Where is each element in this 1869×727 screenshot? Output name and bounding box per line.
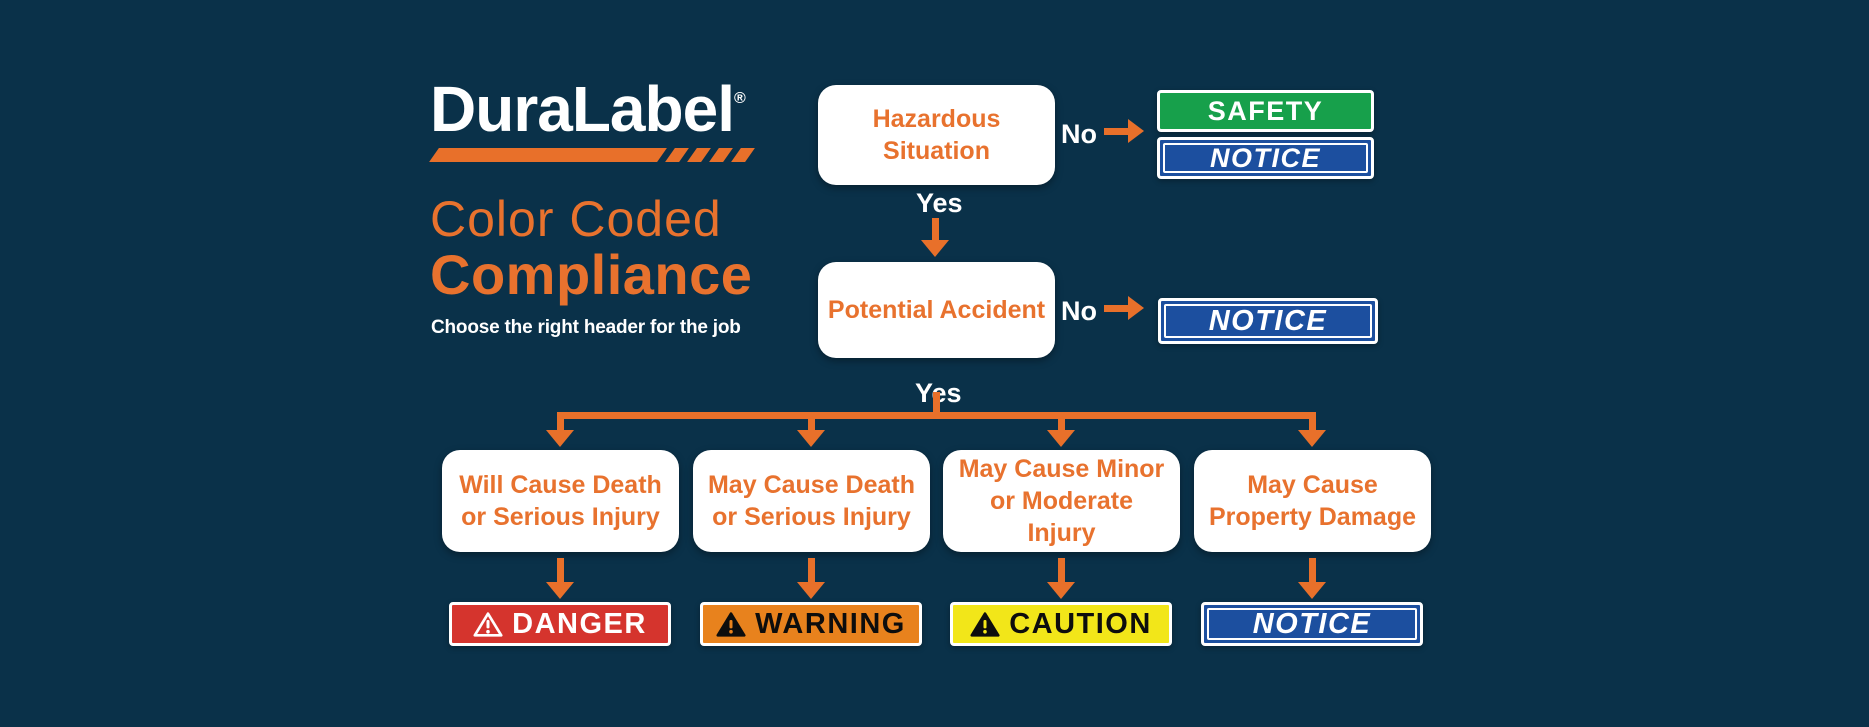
outcome-box-3: May Cause Minor or Moderate Injury <box>943 450 1180 552</box>
logo-stripe-icon <box>429 148 756 162</box>
branch-arrow-1-icon <box>546 419 574 447</box>
decision-box-potential-accident: Potential Accident <box>818 262 1055 358</box>
safety-alert-icon <box>970 611 1000 637</box>
caution-header-text: CAUTION <box>1009 607 1152 640</box>
header-caution: CAUTION <box>950 602 1172 646</box>
branch-stem-line <box>933 392 940 414</box>
safety-alert-icon <box>473 611 503 637</box>
stripe-bar <box>429 148 667 162</box>
notice-header-text: NOTICE <box>1209 142 1321 173</box>
warning-header-text: WARNING <box>755 607 906 640</box>
outcome-box-1: Will Cause Death or Serious Injury <box>442 450 679 552</box>
branch-horizontal-line <box>557 412 1316 419</box>
outcome-box-4: May Cause Property Damage <box>1194 450 1431 552</box>
registered-trademark: ® <box>733 90 746 107</box>
decision-box-hazardous-situation: Hazardous Situation <box>818 85 1055 185</box>
header-notice-mid: NOTICE <box>1158 298 1378 344</box>
notice-header-text: NOTICE <box>1252 607 1372 640</box>
outcome-arrow-3-icon <box>1047 558 1075 599</box>
safety-alert-icon <box>716 611 746 637</box>
stripe-dash <box>709 148 733 162</box>
branch-arrow-3-icon <box>1047 419 1075 447</box>
logo-wordmark: DuraLabel <box>430 73 735 145</box>
header-notice-top: NOTICE <box>1157 137 1374 179</box>
yes-label-1: Yes <box>916 188 963 218</box>
outcome-box-2: May Cause Death or Serious Injury <box>693 450 930 552</box>
no-label-2: No <box>1061 296 1097 326</box>
stripe-dash <box>665 148 689 162</box>
no-arrow-2-icon <box>1104 296 1144 320</box>
outcome-arrow-1-icon <box>546 558 574 599</box>
page-title-line2: Compliance <box>430 243 753 306</box>
brand-block: DuraLabel® <box>429 73 790 162</box>
no-label-1: No <box>1061 119 1097 149</box>
page-title-line1: Color Coded <box>430 191 722 247</box>
outcome-arrow-4-icon <box>1298 558 1326 599</box>
outcome-arrow-2-icon <box>797 558 825 599</box>
header-notice-bottom: NOTICE <box>1201 602 1423 646</box>
stripe-dash <box>687 148 711 162</box>
header-warning: WARNING <box>700 602 922 646</box>
danger-header-text: DANGER <box>512 607 647 640</box>
safety-header-text: SAFETY <box>1207 95 1324 126</box>
header-danger: DANGER <box>449 602 671 646</box>
branch-arrow-4-icon <box>1298 419 1326 447</box>
stripe-dash <box>731 148 755 162</box>
yes-arrow-1-icon <box>921 218 949 257</box>
page-tagline: Choose the right header for the job <box>431 317 741 338</box>
no-arrow-1-icon <box>1104 119 1144 143</box>
duralabel-logo: DuraLabel® <box>430 73 790 145</box>
header-safety: SAFETY <box>1157 90 1374 132</box>
branch-arrow-2-icon <box>797 419 825 447</box>
notice-header-text: NOTICE <box>1208 304 1328 337</box>
